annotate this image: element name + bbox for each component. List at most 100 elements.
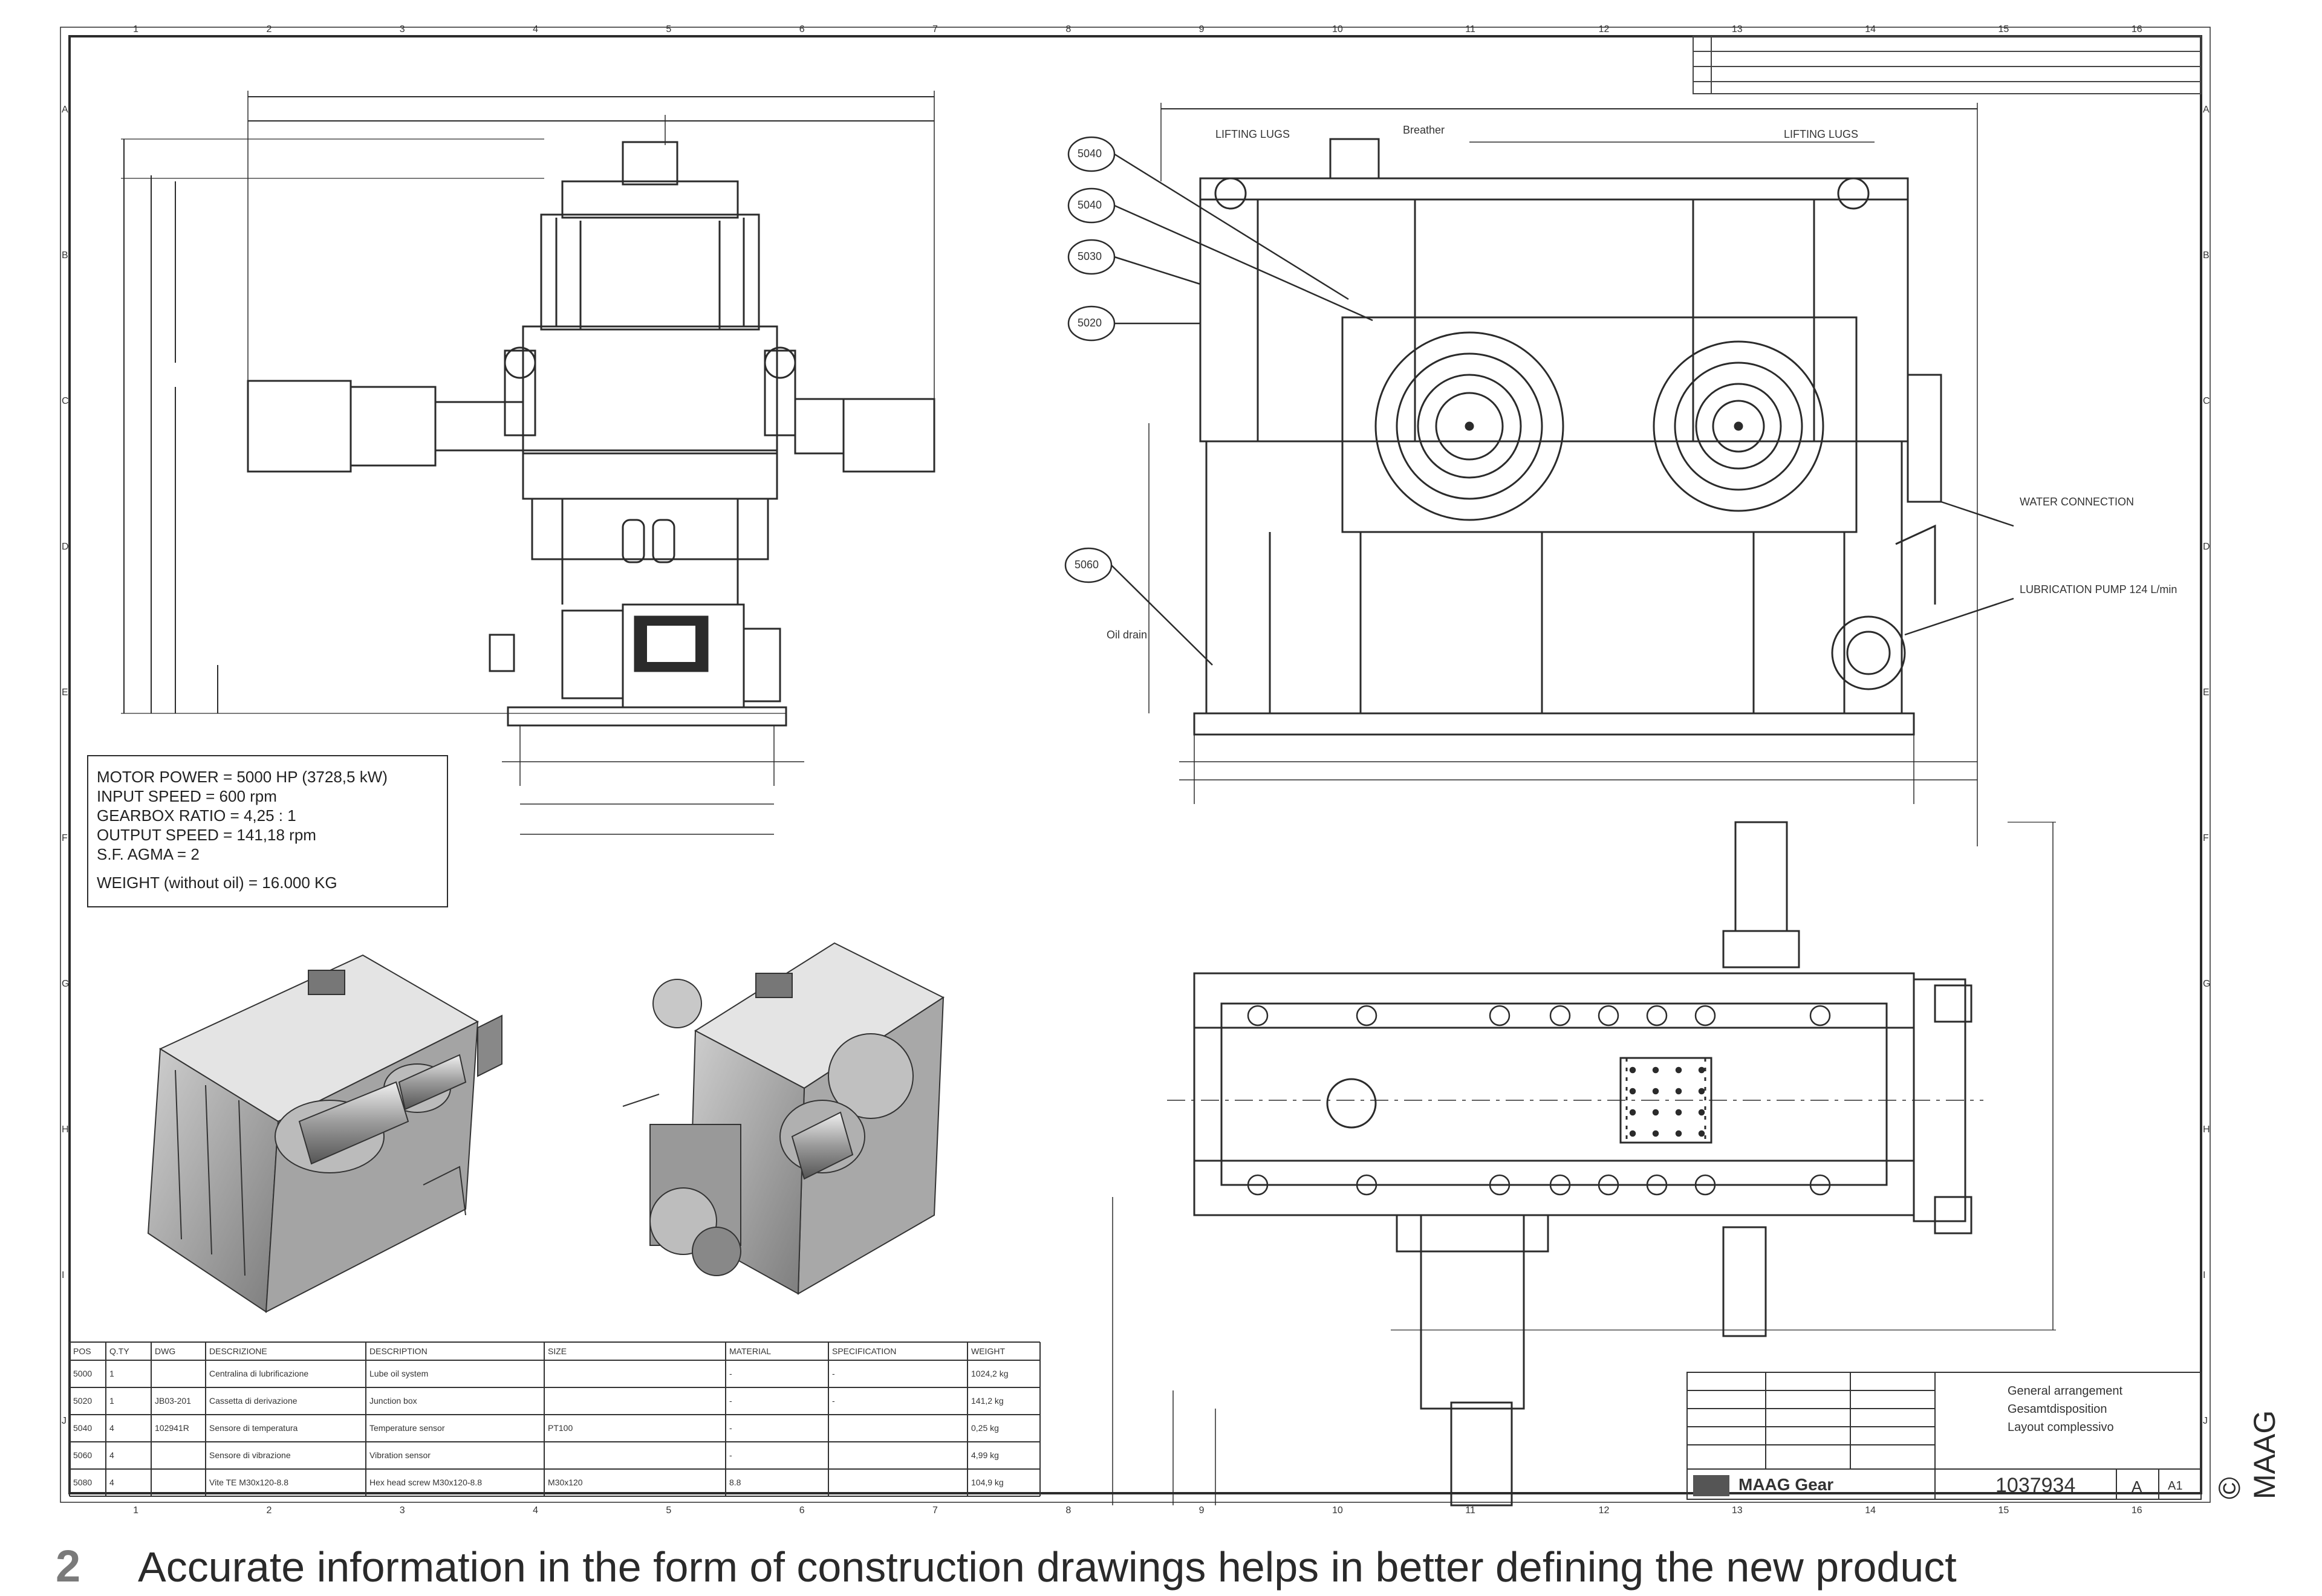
cover-bolt — [1652, 1088, 1659, 1095]
table-cell: 8.8 — [729, 1478, 741, 1487]
border-column-label: 11 — [1465, 1505, 1475, 1516]
table-cell: - — [832, 1396, 835, 1406]
table-header-cell: Q.TY — [109, 1346, 129, 1356]
cover-bolt — [1629, 1109, 1636, 1116]
cover-bolt — [1675, 1130, 1682, 1137]
table-cell: Hex head screw M30x120-8.8 — [369, 1478, 482, 1487]
bolt-hole — [1247, 1005, 1269, 1027]
table-header-cell: SIZE — [548, 1346, 567, 1356]
table-cell: - — [729, 1423, 732, 1433]
table-cell: Sensore di temperatura — [209, 1423, 298, 1433]
border-column-label: 10 — [1332, 1505, 1343, 1516]
border-row-label: D — [62, 541, 69, 552]
table-cell: - — [729, 1369, 732, 1378]
border-column-label: 8 — [1065, 24, 1072, 34]
border-column-label: 16 — [2131, 1505, 2142, 1516]
bolt-hole — [1356, 1005, 1377, 1027]
border-column-label: 7 — [932, 24, 938, 34]
label-lifting-lugs: LIFTING LUGS — [1784, 128, 1859, 140]
cover-bolt — [1698, 1130, 1705, 1137]
revision-block — [1693, 36, 2202, 94]
drawing-number: 1037934 — [1995, 1474, 2076, 1497]
callout-number: 5040 — [1078, 199, 1102, 211]
table-cell: JB03-201 — [155, 1396, 191, 1406]
border-row-label: J — [2203, 1415, 2208, 1426]
cover-bolt — [1698, 1066, 1705, 1074]
spec-motor-power: MOTOR POWER = 5000 HP (3728,5 kW) — [97, 768, 388, 786]
table-cell: - — [729, 1450, 732, 1460]
border-column-label: 13 — [1731, 24, 1743, 34]
border-row-label: B — [2203, 250, 2210, 261]
border-column-label: 6 — [799, 24, 805, 34]
border-row-label: I — [62, 1270, 65, 1280]
revision: A — [2132, 1478, 2142, 1496]
title-block — [1686, 1372, 2202, 1500]
border-column-label: 3 — [399, 1505, 405, 1516]
border-row-label: C — [62, 395, 69, 406]
border-column-label: 12 — [1598, 1505, 1610, 1516]
cover-bolt — [1629, 1088, 1636, 1095]
table-cell: 5080 — [73, 1478, 93, 1487]
cover-bolt — [1675, 1109, 1682, 1116]
border-column-label: 9 — [1198, 1505, 1205, 1516]
cover-bolt — [1698, 1088, 1705, 1095]
border-row-label: F — [62, 832, 68, 843]
border-column-label: 7 — [932, 1505, 938, 1516]
table-cell: 4 — [109, 1450, 114, 1460]
border-column-label: 10 — [1332, 24, 1343, 34]
label-water-connection: WATER CONNECTION — [2020, 496, 2134, 508]
figure-caption: Accurate information in the form of cons… — [138, 1543, 1957, 1591]
spec-gearbox-ratio: GEARBOX RATIO = 4,25 : 1 — [97, 806, 296, 825]
table-cell: 102941R — [155, 1423, 189, 1433]
border-column-label: 4 — [533, 1505, 538, 1516]
border-row-label: D — [2203, 541, 2210, 552]
cover-bolt — [1652, 1130, 1659, 1137]
bolt-hole — [1809, 1005, 1831, 1027]
callouts — [1064, 136, 2014, 666]
table-header-cell: DWG — [155, 1346, 176, 1356]
callout-number: 5060 — [1075, 559, 1099, 571]
border-column-label: 14 — [1865, 24, 1876, 34]
table-header-cell: MATERIAL — [729, 1346, 771, 1356]
cover-bolt — [1629, 1130, 1636, 1137]
table-header-cell: DESCRIZIONE — [209, 1346, 267, 1356]
cover-bolt — [1652, 1066, 1659, 1074]
title-line: General arrangement — [2008, 1384, 2123, 1398]
table-cell: M30x120 — [548, 1478, 583, 1487]
border-column-label: 16 — [2131, 24, 2142, 34]
isometric-view-rear — [622, 942, 945, 1295]
table-cell: 4,99 kg — [971, 1450, 999, 1460]
border-column-label: 1 — [133, 24, 139, 34]
bolt-hole — [1694, 1174, 1716, 1196]
table-cell: Sensore di vibrazione — [209, 1450, 291, 1460]
table-cell: Vite TE M30x120-8.8 — [209, 1478, 289, 1487]
company-name: MAAG Gear — [1738, 1475, 1834, 1494]
table-cell: Vibration sensor — [369, 1450, 431, 1460]
spec-weight: WEIGHT (without oil) = 16.000 KG — [97, 874, 337, 892]
border-row-label: G — [62, 978, 70, 989]
table-cell: 4 — [109, 1423, 114, 1433]
table-cell: - — [729, 1396, 732, 1406]
cover-bolt — [1629, 1066, 1636, 1074]
cover-bolt — [1675, 1088, 1682, 1095]
isometric-view-front — [147, 954, 502, 1313]
cover-bolt — [1652, 1109, 1659, 1116]
label-lifting-lugs: LIFTING LUGS — [1215, 128, 1290, 140]
bolt-hole — [1809, 1174, 1831, 1196]
bolt-hole — [1646, 1174, 1668, 1196]
bolt-hole — [1549, 1005, 1571, 1027]
table-cell: 104,9 kg — [971, 1478, 1004, 1487]
border-column-label: 5 — [666, 1505, 672, 1516]
table-cell: 1024,2 kg — [971, 1369, 1009, 1378]
border-column-label: 5 — [666, 24, 672, 34]
border-column-label: 3 — [399, 24, 405, 34]
callout-number: 5040 — [1078, 148, 1102, 160]
border-column-label: 2 — [266, 1505, 272, 1516]
drawing-border — [60, 27, 2211, 1503]
front-view — [121, 91, 935, 835]
table-header-cell: DESCRIPTION — [369, 1346, 428, 1356]
label-lubrication-pump: LUBRICATION PUMP 124 L/min — [2020, 583, 2177, 595]
border-column-label: 4 — [533, 24, 538, 34]
border-row-label: H — [62, 1124, 69, 1135]
